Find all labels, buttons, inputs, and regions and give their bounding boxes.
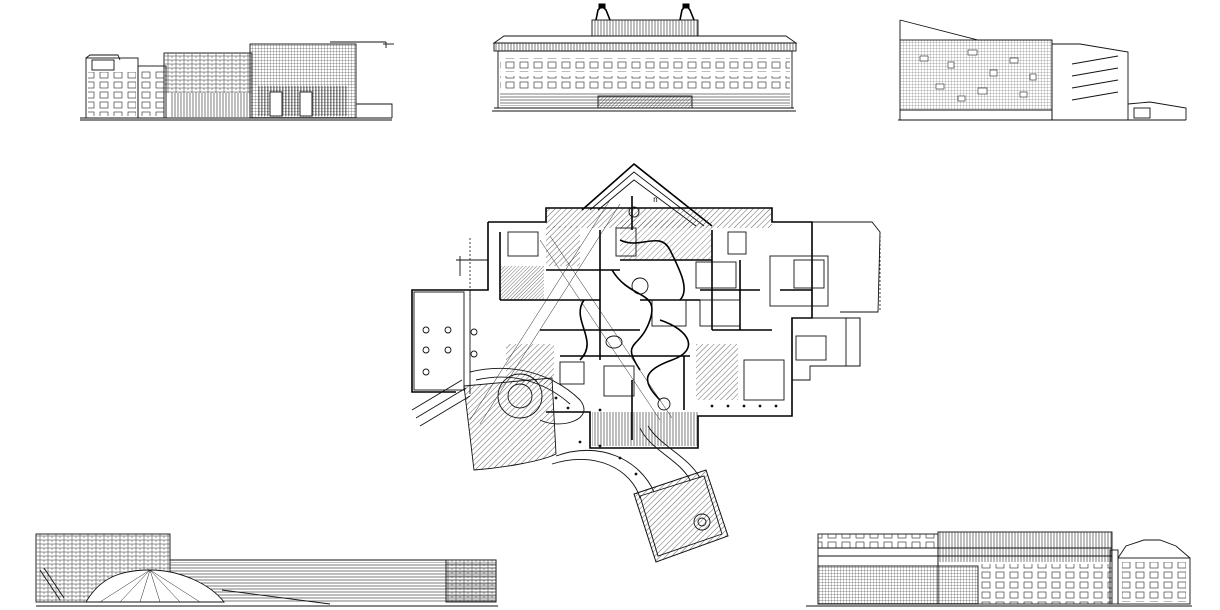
elevation-west-street [80, 41, 394, 121]
elevation-south-block [806, 531, 1192, 607]
ground-floor-plan: n [411, 162, 881, 563]
elevation-museum-front [492, 3, 798, 112]
elevation-modern-annex [898, 19, 1187, 121]
elevation-long-stone [35, 533, 498, 607]
room-tag: n [653, 195, 658, 204]
